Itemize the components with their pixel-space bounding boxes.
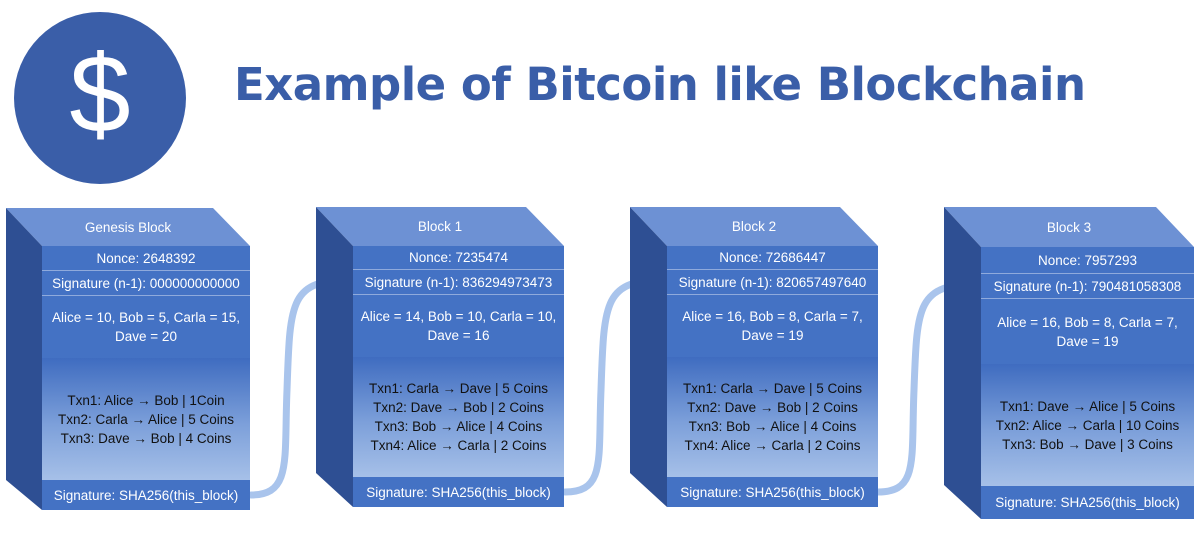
block-title: Block 1 [417, 219, 463, 234]
transaction-line: Txn1: Carla → Dave | 5 Coins [368, 381, 549, 396]
block-title: Block 3 [1046, 220, 1092, 235]
prev-signature-field: Signature (n-1): 836294973473 [353, 269, 564, 295]
transaction-line: Txn3: Bob → Alice | 4 Coins [688, 419, 857, 434]
transactions-section: Txn1: Carla → Dave | 5 Coins Txn2: Dave … [667, 357, 878, 477]
block-signature-field: Signature: SHA256(this_block) [42, 480, 250, 510]
block-signature-field: Signature: SHA256(this_block) [981, 486, 1194, 519]
transaction-line: Txn3: Dave → Bob | 4 Coins [60, 430, 232, 446]
block-3: Block 3 Nonce: 7957293 Signature (n-1): … [944, 207, 1194, 519]
balances-section: Alice = 10, Bob = 5, Carla = 15, Dave = … [42, 296, 250, 358]
block-3d-faces [316, 207, 564, 507]
block-signature-field: Signature: SHA256(this_block) [667, 477, 878, 507]
balances-section: Alice = 16, Bob = 8, Carla = 7, Dave = 1… [981, 299, 1194, 364]
block-1: Block 1 Nonce: 7235474 Signature (n-1): … [316, 207, 564, 507]
prev-signature-field: Signature (n-1): 000000000000 [42, 270, 250, 296]
transaction-line: Txn3: Bob → Alice | 4 Coins [374, 419, 543, 434]
block-2: Block 2 Nonce: 72686447 Signature (n-1):… [630, 207, 878, 507]
block-front: Nonce: 72686447 Signature (n-1): 8206574… [667, 246, 878, 507]
connector-block1-to-block2 [561, 276, 670, 496]
prev-signature-field: Signature (n-1): 790481058308 [981, 273, 1194, 299]
balance-line: Alice = 10, Bob = 5, Carla = 15, [52, 310, 240, 325]
transaction-line: Txn1: Alice → Bob | 1Coin [67, 392, 225, 408]
block-3d-faces [630, 207, 878, 507]
transactions-section: Txn1: Carla → Dave | 5 Coins Txn2: Dave … [353, 357, 564, 477]
balances-section: Alice = 14, Bob = 10, Carla = 10, Dave =… [353, 295, 564, 357]
prev-signature-field: Signature (n-1): 820657497640 [667, 269, 878, 295]
block-front: Nonce: 2648392 Signature (n-1): 00000000… [42, 246, 250, 510]
page-title: Example of Bitcoin like Blockchain [234, 58, 1086, 111]
block-3d-faces [6, 208, 250, 510]
nonce-field: Nonce: 72686447 [667, 246, 878, 269]
transaction-line: Txn2: Dave → Bob | 2 Coins [373, 400, 544, 415]
block-genesis: Genesis Block Nonce: 2648392 Signature (… [6, 208, 250, 510]
block-front: Nonce: 7957293 Signature (n-1): 79048105… [981, 247, 1194, 519]
balance-line: Alice = 16, Bob = 8, Carla = 7, [997, 314, 1178, 330]
balance-line: Dave = 16 [427, 328, 490, 343]
nonce-field: Nonce: 2648392 [42, 246, 250, 270]
transaction-line: Txn2: Alice → Carla | 10 Coins [995, 417, 1180, 433]
balance-line: Dave = 20 [115, 329, 177, 344]
transaction-line: Txn1: Carla → Dave | 5 Coins [682, 381, 863, 396]
transactions-section: Txn1: Dave → Alice | 5 Coins Txn2: Alice… [981, 364, 1194, 486]
balance-line: Dave = 19 [1056, 333, 1119, 349]
transaction-line: Txn2: Carla → Alice | 5 Coins [57, 411, 235, 427]
block-signature-field: Signature: SHA256(this_block) [353, 477, 564, 507]
dollar-symbol: $ [69, 33, 131, 156]
block-3d-faces [944, 207, 1194, 519]
transactions-section: Txn1: Alice → Bob | 1Coin Txn2: Carla → … [42, 358, 250, 480]
connector-genesis-to-block1 [247, 276, 356, 499]
transaction-line: Txn4: Alice → Carla | 2 Coins [684, 438, 861, 453]
balance-line: Alice = 14, Bob = 10, Carla = 10, [360, 309, 557, 324]
block-title: Block 2 [731, 219, 777, 234]
transaction-line: Txn4: Alice → Carla | 2 Coins [370, 438, 547, 453]
dollar-logo-icon: $ [14, 12, 186, 184]
block-front: Nonce: 7235474 Signature (n-1): 83629497… [353, 246, 564, 507]
transaction-line: Txn1: Dave → Alice | 5 Coins [999, 398, 1176, 414]
balance-line: Dave = 19 [741, 328, 804, 343]
nonce-field: Nonce: 7957293 [981, 247, 1194, 273]
transaction-line: Txn2: Dave → Bob | 2 Coins [687, 400, 858, 415]
nonce-field: Nonce: 7235474 [353, 246, 564, 269]
transaction-line: Txn3: Bob → Dave | 3 Coins [1002, 436, 1173, 452]
block-title: Genesis Block [84, 220, 172, 235]
connector-block2-to-block3 [874, 280, 983, 496]
balances-section: Alice = 16, Bob = 8, Carla = 7, Dave = 1… [667, 295, 878, 357]
balance-line: Alice = 16, Bob = 8, Carla = 7, [682, 309, 863, 324]
